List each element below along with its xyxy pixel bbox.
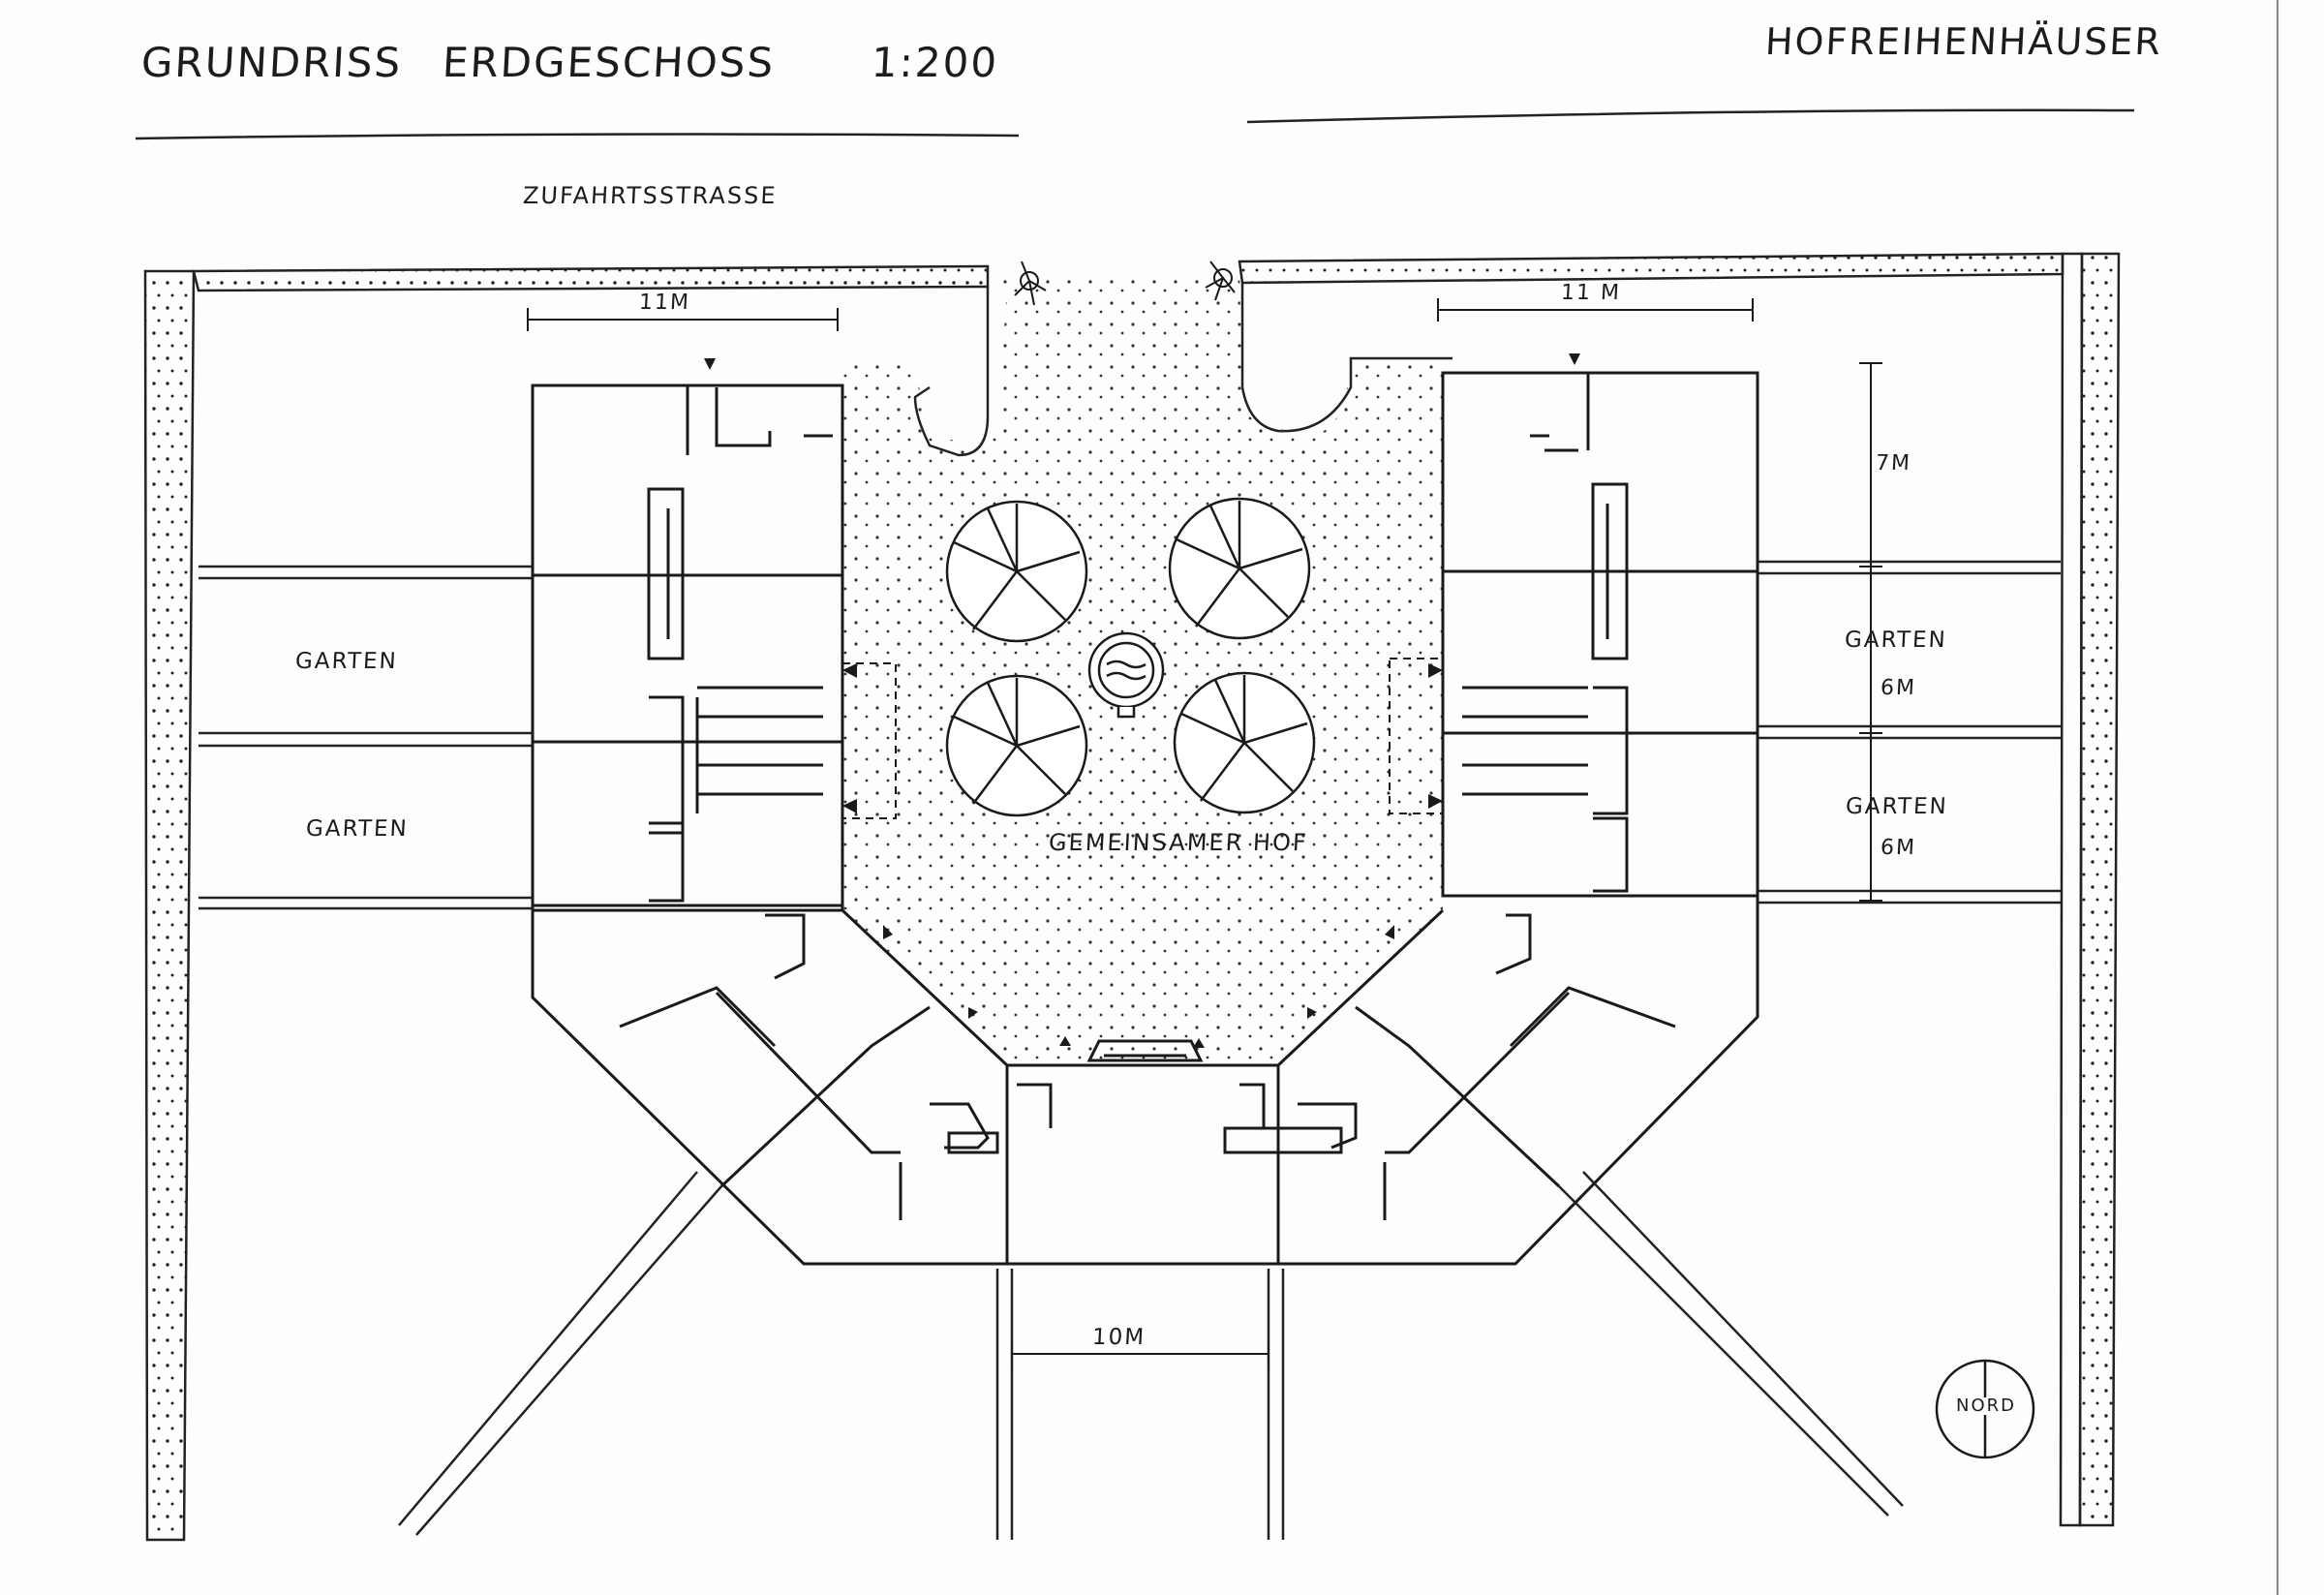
title-underline [135,133,1020,140]
garden-depth-dimension-1: 6M [1880,676,1917,700]
scale-label: 1:200 [870,39,1000,86]
porches [841,658,1444,819]
project-title: HOFREIHENHÄUSER [1763,20,2164,63]
drawing-title: GRUNDRISS [139,39,404,86]
lamp-icons [1014,261,1236,306]
garden-label-right-1: GARTEN [1844,628,1948,653]
left-house-row [531,383,844,912]
garden-label-left-2: GARTEN [305,816,410,842]
entrance-triangle-icon [704,353,1580,1048]
garden-label-left-1: GARTEN [294,649,399,674]
right-house-row [1441,371,1759,898]
left-width-dimension: 11M [638,291,691,315]
tree-canopy-icon [945,674,1088,817]
tree-canopy-icon [1168,497,1311,640]
right-width-dimension: 11 M [1560,281,1622,305]
garden-depth-dimension-2: 6M [1880,836,1917,860]
south-house-block [531,896,1759,1266]
project-underline [1246,108,2135,124]
fountain-icon [1087,631,1165,719]
tree-canopy-icon [1173,671,1316,814]
floor-label: ERDGESCHOSS [441,39,777,86]
north-label: NORD [1954,1396,2018,1416]
bottom-width-dimension: 10M [1091,1325,1147,1350]
tree-canopy-icon [945,500,1088,643]
courtyard-label: GEMEINSAMER HOF [1048,829,1309,856]
dimension-lines [527,298,1882,1365]
garden-label-right-2: GARTEN [1845,794,1949,819]
hedges [143,252,2121,1542]
unit-depth-dimension: 7M [1875,451,1912,475]
garden-dividers [199,560,2061,1540]
access-road-label: ZUFAHRTSSTRASSE [522,182,779,209]
tree-canopies [945,497,1316,817]
